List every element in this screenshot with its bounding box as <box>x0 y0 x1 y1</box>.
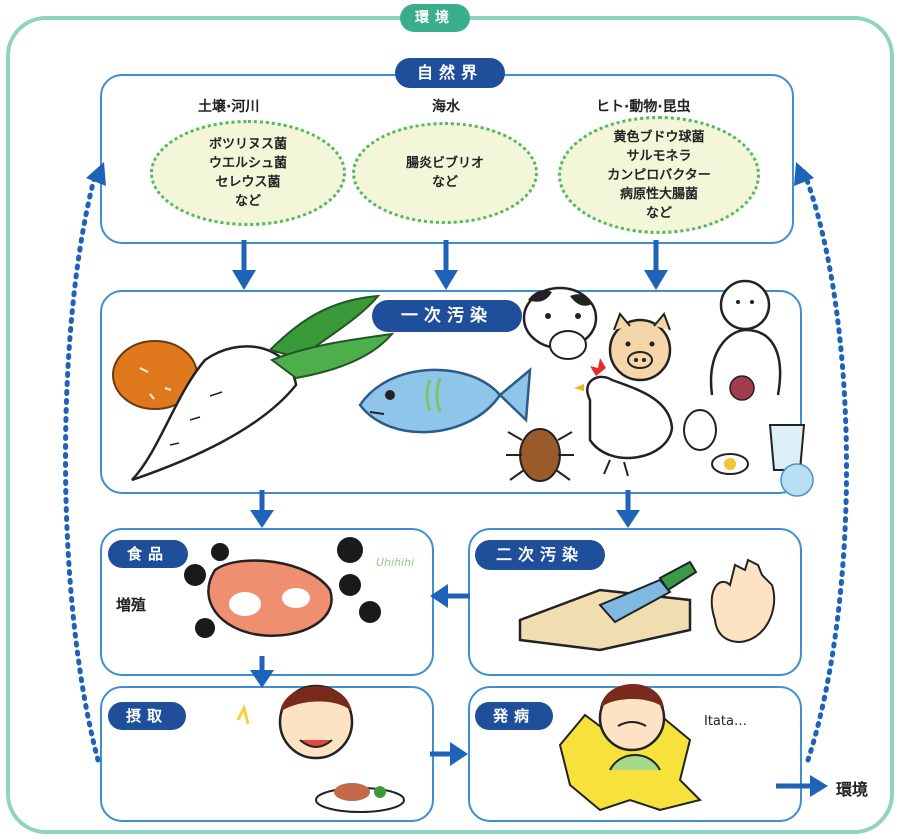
bacteria-bubble-sea: 腸炎ビブリオ など <box>352 122 538 224</box>
bacteria-list-human: 黄色ブドウ球菌 サルモネラ カンピロバクター 病原性大腸菌 など <box>607 129 711 221</box>
well-water-glass-icon <box>768 424 814 497</box>
primary-contamination-label: 一次汚染 <box>372 300 522 332</box>
food-plate-icon <box>315 783 405 813</box>
chicken-icon <box>574 358 674 477</box>
source-label-sea: 海水 <box>432 99 460 115</box>
arrow-primary-to-food <box>250 490 274 528</box>
bacteria-bubble-human: 黄色ブドウ球菌 サルモネラ カンピロバクター 病原性大腸菌 など <box>558 116 760 234</box>
secondary-contamination-label: 二次汚染 <box>475 540 605 570</box>
bacteria-swarm-icon <box>184 537 381 638</box>
arrow-human-down <box>644 240 668 290</box>
dotted-loop-right <box>801 169 849 763</box>
arrow-food-to-intake <box>250 656 274 688</box>
food-label: 食品 <box>108 540 188 568</box>
exit-environment-label: 環境 <box>836 780 869 799</box>
intake-label: 摂取 <box>108 702 186 730</box>
meat-icon <box>207 559 333 638</box>
cutting-board-icon <box>518 588 692 652</box>
daikon-radish-icon <box>131 294 395 482</box>
dotted-loop-left <box>63 169 101 763</box>
arrow-primary-to-secondary <box>616 490 640 528</box>
arrow-intake-to-onset <box>430 742 468 766</box>
arrow-onset-to-environment <box>776 775 828 797</box>
knife-icon <box>598 560 698 624</box>
pain-voice: Itata… <box>704 714 747 729</box>
sick-child-icon <box>558 684 702 812</box>
fish-icon <box>358 367 532 434</box>
hand-icon <box>710 558 776 644</box>
cockroach-icon <box>506 428 574 482</box>
pig-icon <box>608 312 672 382</box>
cow-icon <box>522 286 598 360</box>
proliferation-label: 増殖 <box>116 596 147 614</box>
arrow-secondary-to-food <box>430 584 470 608</box>
bacteria-bubble-soil: ボツリヌス菌 ウエルシュ菌 セレウス菌 など <box>150 120 346 226</box>
source-label-human: ヒト·動物·昆虫 <box>596 99 691 115</box>
onset-label: 発病 <box>475 702 553 730</box>
eating-child-icon <box>236 684 354 760</box>
bacteria-list-sea: 腸炎ビブリオ など <box>405 156 484 190</box>
arrow-sea-down <box>434 240 458 290</box>
bacteria-voice: Uhihihi <box>376 556 415 569</box>
environment-label: 環境 <box>400 4 470 32</box>
egg-icon <box>683 409 749 475</box>
source-label-soil: 土壌·河川 <box>198 99 260 115</box>
bacteria-list-soil: ボツリヌス菌 ウエルシュ菌 セレウス菌 など <box>208 137 287 209</box>
nature-label: 自然界 <box>395 58 505 88</box>
arrow-soil-down <box>232 240 256 290</box>
human-icon <box>709 279 782 401</box>
